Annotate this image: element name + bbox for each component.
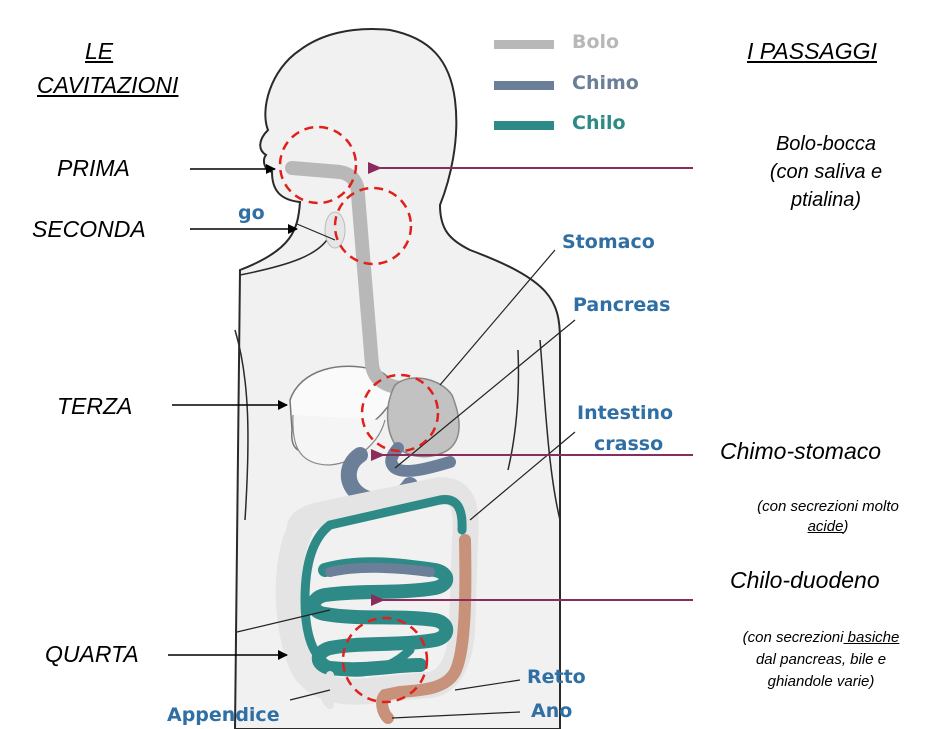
chilo-line3: ghiandole varie) xyxy=(705,671,937,693)
organ-label-go: go xyxy=(238,202,265,224)
left-title-line1: LE xyxy=(85,38,113,65)
chimo-acide: acide xyxy=(808,518,844,535)
organ-label-pancreas: Pancreas xyxy=(573,294,670,316)
right-title: I PASSAGGI xyxy=(747,38,877,65)
chilo-basiche: basiche xyxy=(844,629,900,646)
left-title-line2: CAVITAZIONI xyxy=(37,72,178,99)
organ-label-stomaco: Stomaco xyxy=(562,231,655,253)
chilo-desc: (con secrezioni basiche dal pancreas, bi… xyxy=(705,627,937,693)
legend-chilo-swatch xyxy=(494,121,554,130)
organ-label-crasso: crasso xyxy=(594,433,663,455)
chimo-desc: (con secrezioni molto acide) xyxy=(718,498,937,535)
label-prima: PRIMA xyxy=(57,155,130,182)
jejunum-chimo xyxy=(330,568,430,572)
bolo-line1: Bolo-bocca xyxy=(726,130,926,158)
organ-label-appendice: Appendice xyxy=(167,704,280,726)
passaggio-bolo-bocca: Bolo-bocca (con saliva e ptialina) xyxy=(726,130,926,214)
organ-label-intestino: Intestino xyxy=(577,402,673,424)
bolo-line2: (con saliva e xyxy=(726,158,926,186)
chimo-close-paren: ) xyxy=(843,518,848,535)
legend-bolo-label: Bolo xyxy=(572,31,619,53)
organ-label-retto: Retto xyxy=(527,666,586,688)
label-terza: TERZA xyxy=(57,393,132,420)
chimo-line2-wrap: acide) xyxy=(718,518,937,535)
passaggio-chilo-title: Chilo-duodeno xyxy=(730,567,880,594)
bolo-line3: ptialina) xyxy=(726,186,926,214)
passaggio-chimo-title: Chimo-stomaco xyxy=(720,438,881,465)
legend-chimo-swatch xyxy=(494,81,554,90)
label-quarta: QUARTA xyxy=(45,641,139,668)
label-seconda: SECONDA xyxy=(32,216,146,243)
chimo-line1: (con secrezioni molto xyxy=(718,498,937,515)
legend-chimo-label: Chimo xyxy=(572,72,639,94)
chilo-line2: dal pancreas, bile e xyxy=(705,649,937,671)
legend-chilo-label: Chilo xyxy=(572,112,626,134)
chilo-line1: (con secrezioni basiche xyxy=(705,627,937,649)
legend-bolo-swatch xyxy=(494,40,554,49)
organ-label-ano: Ano xyxy=(531,700,572,722)
chilo-line1-prefix: (con secrezioni xyxy=(743,629,844,646)
